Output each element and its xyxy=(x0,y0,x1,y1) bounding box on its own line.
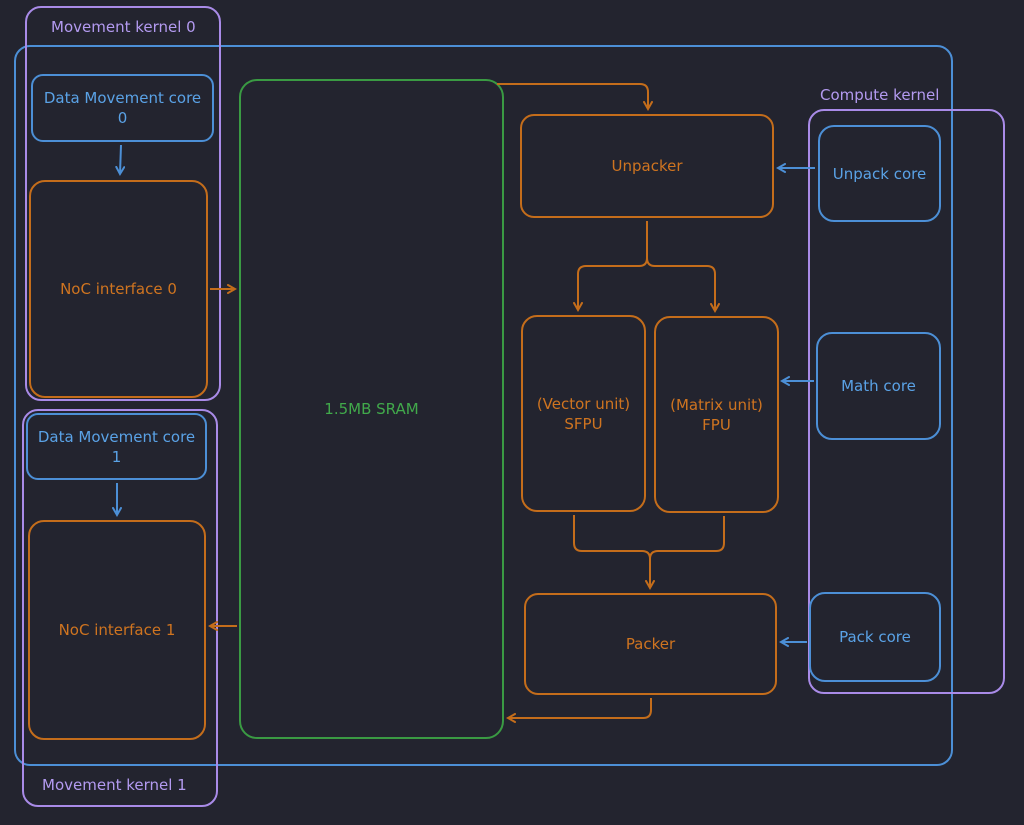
sfpu-block: (Vector unit) SFPU xyxy=(521,315,646,512)
compute-kernel-group xyxy=(808,109,1005,694)
movement-kernel-0-group xyxy=(25,6,221,401)
packer-block: Packer xyxy=(524,593,777,695)
compute-kernel-label: Compute kernel xyxy=(820,86,940,104)
sram-to-unpacker-arrow xyxy=(497,83,648,109)
unpacker-block: Unpacker xyxy=(520,114,774,218)
data-movement-core-1: Data Movement core 1 xyxy=(26,413,207,480)
dm-core-0-to-noc-0-arrow xyxy=(120,144,121,174)
sfpu-to-packer-arrow xyxy=(573,515,650,588)
math-core: Math core xyxy=(816,332,941,440)
noc-interface-1: NoC interface 1 xyxy=(28,520,206,740)
unpacker-to-sfpu-arrow xyxy=(578,221,648,310)
tensix-core-boundary xyxy=(14,45,953,766)
noc-interface-0: NoC interface 0 xyxy=(29,180,208,398)
fpu-to-packer-merge-line xyxy=(649,516,725,560)
movement-kernel-1-label: Movement kernel 1 xyxy=(42,776,187,794)
packer-to-sram-arrow xyxy=(508,698,652,718)
unpacker-to-fpu-arrow xyxy=(646,257,715,311)
movement-kernel-1-group xyxy=(22,409,218,807)
pack-core: Pack core xyxy=(809,592,941,682)
sram-block: 1.5MB SRAM xyxy=(239,79,504,739)
data-movement-core-0: Data Movement core 0 xyxy=(31,74,214,142)
unpack-core: Unpack core xyxy=(818,125,941,222)
fpu-block: (Matrix unit) FPU xyxy=(654,316,779,513)
movement-kernel-0-label: Movement kernel 0 xyxy=(51,18,196,36)
